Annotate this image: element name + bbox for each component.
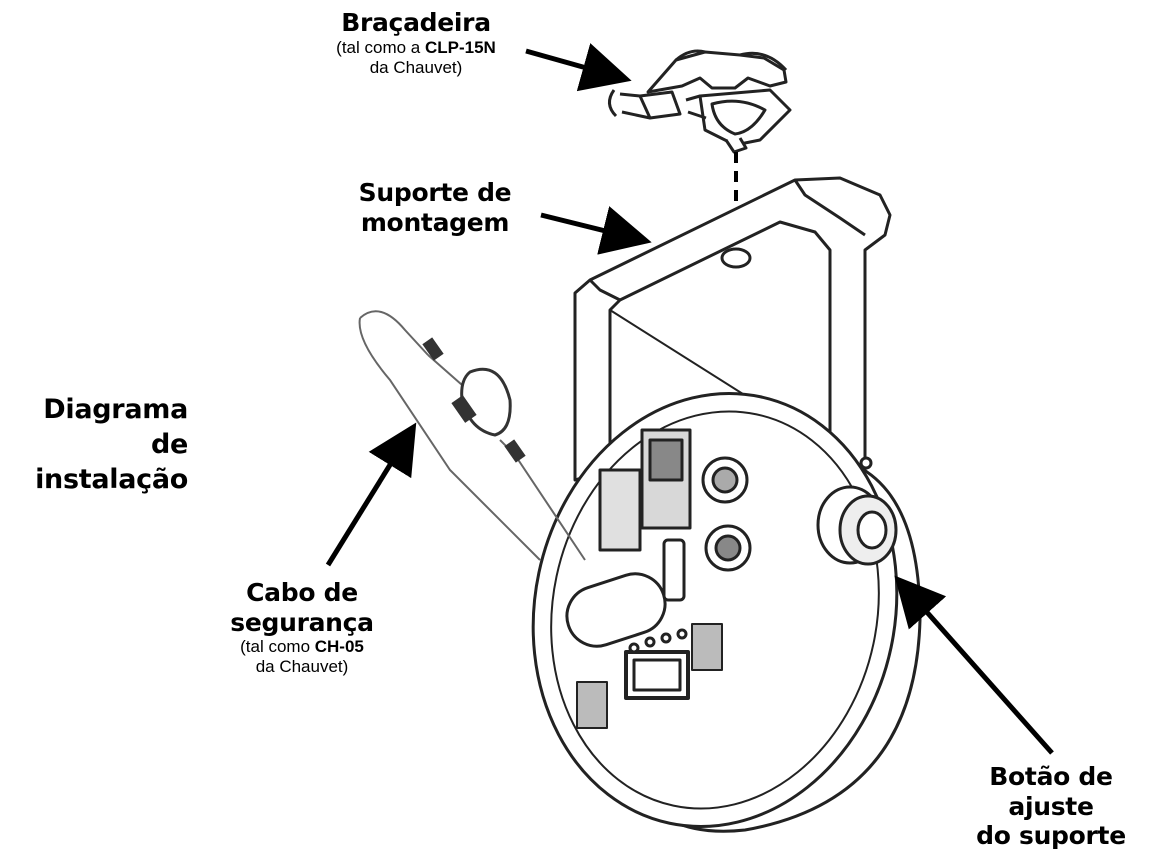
knob-label: Botão de ajuste do suporte xyxy=(948,762,1154,851)
bracket-arrow xyxy=(540,206,652,255)
diagram-title-line1: Diagrama de xyxy=(43,394,188,461)
pointer-arrows xyxy=(325,43,1054,755)
knob-arrow xyxy=(894,575,1054,755)
clamp-title: Braçadeira xyxy=(341,8,491,37)
safety-cable-arrow xyxy=(325,422,417,567)
clamp-arrow xyxy=(525,43,632,92)
safety-cable-line2: segurança xyxy=(230,607,374,637)
safety-sub-prefix: (tal como xyxy=(240,637,315,656)
clamp-sub-code: CLP-15N xyxy=(424,37,496,57)
clamp-sub-suffix: da Chauvet) xyxy=(369,57,463,77)
safety-cable-label: Cabo de segurança (tal como CH-05 da Cha… xyxy=(222,578,382,677)
safety-sub-code: CH-05 xyxy=(314,637,364,656)
clamp-sub-prefix: (tal como a xyxy=(336,37,425,57)
safety-cable-line1: Cabo de xyxy=(246,578,358,607)
bracket-label: Suporte de montagem xyxy=(358,178,512,237)
safety-cable-illustration xyxy=(358,310,586,561)
clamp-subtitle: (tal como a CLP-15N da Chauvet) xyxy=(300,38,532,78)
fixture-illustration xyxy=(531,392,922,833)
clamp-illustration xyxy=(608,49,792,154)
knob-illustration xyxy=(816,485,898,566)
diagram-title-line2: instalação xyxy=(35,464,188,496)
knob-line1: Botão de ajuste xyxy=(989,762,1113,821)
mounting-bracket-illustration xyxy=(573,176,892,492)
clamp-label: Braçadeira (tal como a CLP-15N da Chauve… xyxy=(300,8,532,78)
safety-cable-subtitle: (tal como CH-05 da Chauvet) xyxy=(222,637,382,677)
knob-line2: do suporte xyxy=(976,821,1126,850)
safety-sub-suffix: da Chauvet) xyxy=(255,657,349,677)
diagram-title: Diagrama de instalação xyxy=(2,392,188,497)
